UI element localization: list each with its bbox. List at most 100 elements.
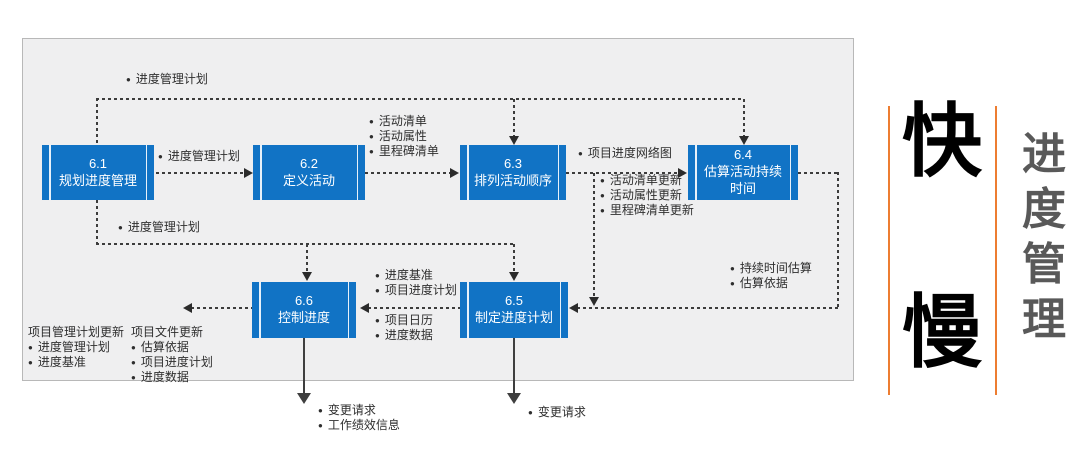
process-name: 控制进度 — [277, 310, 330, 325]
process-name: 制定进度计划 — [474, 310, 553, 325]
connector-63-down — [593, 173, 595, 299]
connector-66-updates — [191, 307, 252, 309]
bullet-icon: ● — [318, 406, 323, 415]
vertical-title-char: 管 — [1022, 240, 1066, 289]
doc-updates-column: 项目文件更新 ●估算依据●项目进度计划●进度数据 — [131, 324, 213, 385]
plan-updates-header: 项目管理计划更新 — [28, 325, 125, 339]
connector-top-drop-64 — [743, 99, 745, 137]
process-name: 排列活动顺序 — [473, 172, 552, 188]
process-name: 规划进度管理 — [58, 172, 137, 188]
process-panel — [22, 38, 854, 381]
bullet-icon: ● — [600, 176, 605, 185]
bullet-item: ●进度基准 — [28, 355, 86, 369]
label-61-62: ●进度管理计划 — [158, 149, 240, 163]
bullet-icon: ● — [369, 132, 374, 141]
box-stripe — [559, 282, 561, 338]
vertical-title-char: 进 — [1022, 130, 1066, 179]
connector-top-drop-63 — [513, 99, 515, 137]
connector-66-down — [303, 338, 305, 395]
connector-64-out — [798, 172, 839, 174]
bullet-item: ●活动属性 — [369, 129, 427, 143]
connector-bottom-loop — [96, 243, 515, 245]
list-63-updates: ●活动清单更新●活动属性更新●里程碑清单更新 — [600, 173, 694, 218]
bullet-icon: ● — [369, 147, 374, 156]
box-stripe — [145, 145, 147, 200]
bullet-item: ●持续时间估算 — [730, 261, 812, 275]
bullet-icon: ● — [375, 316, 380, 325]
box-stripe — [259, 282, 261, 338]
doc-updates-header: 项目文件更新 — [131, 325, 204, 339]
arrowhead-into-65-right — [569, 303, 578, 313]
arrowhead-into-updates — [183, 303, 192, 313]
bullet-icon: ● — [131, 373, 136, 382]
bullet-icon: ● — [600, 206, 605, 215]
process-code: 6.5 — [504, 293, 524, 309]
connector-bottom-drop-66 — [306, 244, 308, 273]
box-stripe — [49, 145, 51, 200]
box-stripe — [695, 145, 697, 200]
bullet-item: ●进度基准 — [375, 268, 433, 282]
process-code: 6.1 — [88, 155, 108, 171]
connector-63-64 — [566, 172, 681, 174]
bullet-icon: ● — [131, 358, 136, 367]
bullet-item: ●活动清单更新 — [600, 173, 682, 187]
bullet-item: ●估算依据 — [730, 276, 788, 290]
list-65-66-above: ●进度基准●项目进度计划 — [375, 268, 457, 298]
box-stripe — [260, 145, 262, 200]
bullet-item: ●项目进度计划 — [131, 355, 213, 369]
box-stripe — [557, 145, 559, 200]
bullet-icon: ● — [369, 117, 374, 126]
connector-61-bottom-riser — [96, 200, 98, 244]
bullet-icon: ● — [28, 358, 33, 367]
arrowhead-into-63 — [450, 168, 459, 178]
list-66-down-outputs: ●变更请求●工作绩效信息 — [318, 403, 400, 433]
bullet-item: ●工作绩效信息 — [318, 418, 400, 432]
connector-64-loop-riser — [837, 172, 839, 309]
bullet-icon: ● — [126, 75, 131, 84]
arrowhead-into-62 — [244, 168, 253, 178]
process-code: 6.3 — [503, 155, 523, 171]
bullet-item: ●变更请求 — [528, 405, 586, 419]
vertical-title-char: 度 — [1022, 185, 1066, 234]
connector-61-62 — [156, 172, 247, 174]
connector-65-66 — [368, 307, 460, 309]
connector-65-down — [513, 338, 515, 395]
bullet-item: ●里程碑清单 — [369, 144, 439, 158]
orange-divider-left — [888, 106, 890, 395]
bullet-icon: ● — [528, 408, 533, 417]
arrowhead-65-down — [507, 393, 521, 404]
bullet-icon: ● — [158, 152, 163, 161]
arrowhead-66-down — [297, 393, 311, 404]
plan-updates-column: 项目管理计划更新 ●进度管理计划●进度基准 — [28, 324, 124, 370]
box-stripe — [347, 282, 349, 338]
bullet-item: ●项目进度计划 — [375, 283, 457, 297]
vertical-title: 进 度 管 理 — [1018, 133, 1070, 342]
plan-updates-items: ●进度管理计划●进度基准 — [28, 340, 124, 370]
arrowhead-into-64 — [678, 168, 687, 178]
bullet-item: ●活动清单 — [369, 114, 427, 128]
fast-label: 快 — [902, 97, 982, 186]
bullet-icon: ● — [28, 343, 33, 352]
arrowhead-into-66-top — [302, 272, 312, 281]
slow-label: 慢 — [902, 288, 982, 377]
label-63-64: ●项目进度网络图 — [578, 146, 672, 160]
list-65-down-outputs: ●变更请求 — [528, 405, 586, 420]
bullet-icon: ● — [131, 343, 136, 352]
process-name: 定义活动 — [282, 172, 335, 188]
process-code: 6.4 — [733, 147, 753, 163]
bullet-item: ●活动属性更新 — [600, 188, 682, 202]
arrowhead-63-down — [589, 297, 599, 306]
bullet-item: ●项目日历 — [375, 313, 433, 327]
bullet-item: ●里程碑清单更新 — [600, 203, 694, 217]
arrowhead-into-65-top — [509, 272, 519, 281]
process-name: 估算活动持续时间 — [703, 164, 782, 196]
box-stripe — [467, 145, 469, 200]
label-bottom-loop: ●进度管理计划 — [118, 220, 200, 234]
arrowhead-into-66 — [360, 303, 369, 313]
process-code: 6.6 — [294, 293, 314, 309]
